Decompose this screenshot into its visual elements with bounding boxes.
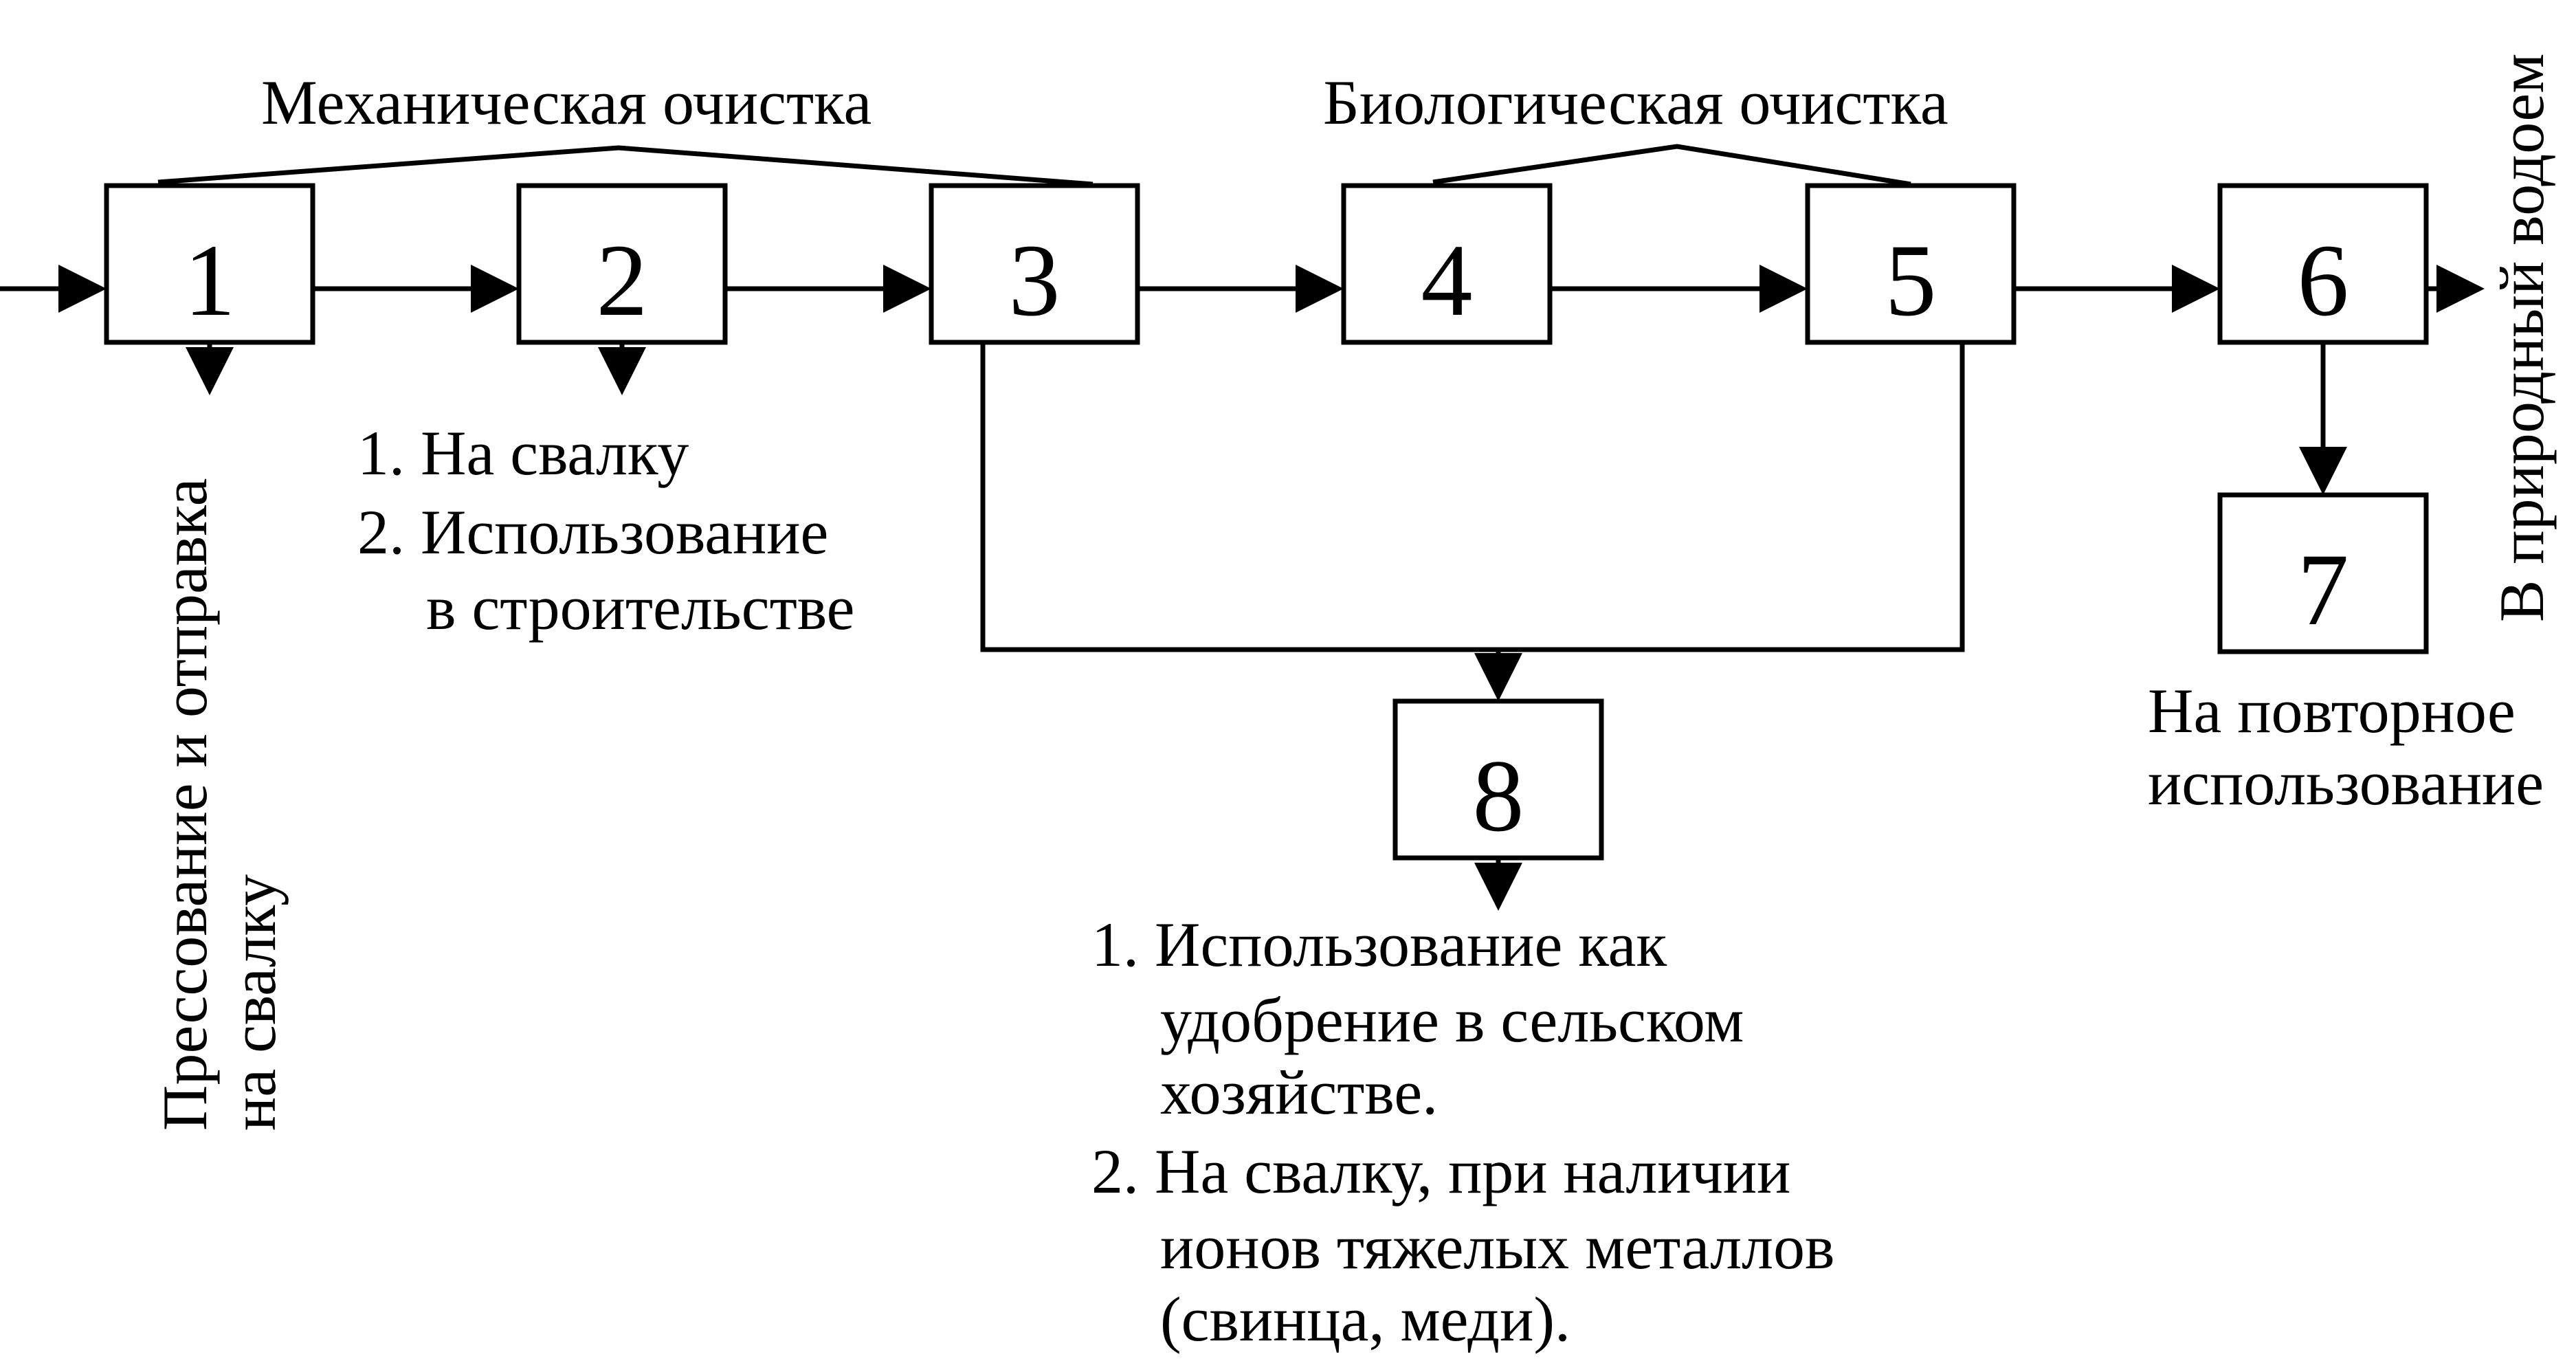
box8-output-item1-line3: хозяйстве. xyxy=(1160,1057,1438,1127)
biological-bracket xyxy=(1432,144,1911,187)
box8-output-item2-line3: (свинца, меди). xyxy=(1160,1284,1570,1354)
box6-output-side: В природный водоем xyxy=(2487,54,2557,622)
box8-output-item1-line2: удобрение в сельском xyxy=(1160,985,1744,1055)
box8-output-item1-line1: 1. Использование как xyxy=(1091,909,1667,980)
box2-output-item2-line1: 2. Использование xyxy=(357,497,828,567)
box8-output-item2-line1: 2. На свалку, при наличии xyxy=(1091,1136,1790,1206)
box-6-label: 6 xyxy=(2298,223,2349,338)
mechanical-bracket xyxy=(157,145,1093,187)
title-biological: Биологическая очистка xyxy=(1323,67,1948,137)
box7-output-line2: использование xyxy=(2148,748,2544,818)
box-1-label: 1 xyxy=(184,223,236,338)
box1-output-line1: Прессование и отправка xyxy=(150,478,220,1131)
box2-output-item2-line2: в строительстве xyxy=(426,573,855,643)
box2-output-item1: 1. На свалку xyxy=(357,418,689,488)
box-8-label: 8 xyxy=(1473,739,1524,853)
box7-output-line1: На повторное xyxy=(2148,676,2516,746)
box-5-label: 5 xyxy=(1885,223,1937,338)
box1-output-line2: на свалку xyxy=(219,874,289,1131)
title-mechanical: Механическая очистка xyxy=(261,67,871,137)
sludge-line xyxy=(980,342,1965,652)
box-7-label: 7 xyxy=(2298,533,2349,647)
box-5 xyxy=(1805,183,2017,345)
box-4-label: 4 xyxy=(1421,223,1473,338)
box-4 xyxy=(1341,183,1553,345)
box8-output-item2-line2: ионов тяжелых металлов xyxy=(1160,1212,1834,1282)
box-2-label: 2 xyxy=(597,223,648,338)
box-3 xyxy=(929,183,1140,345)
box-3-label: 3 xyxy=(1009,223,1061,338)
box-7 xyxy=(2217,492,2429,654)
